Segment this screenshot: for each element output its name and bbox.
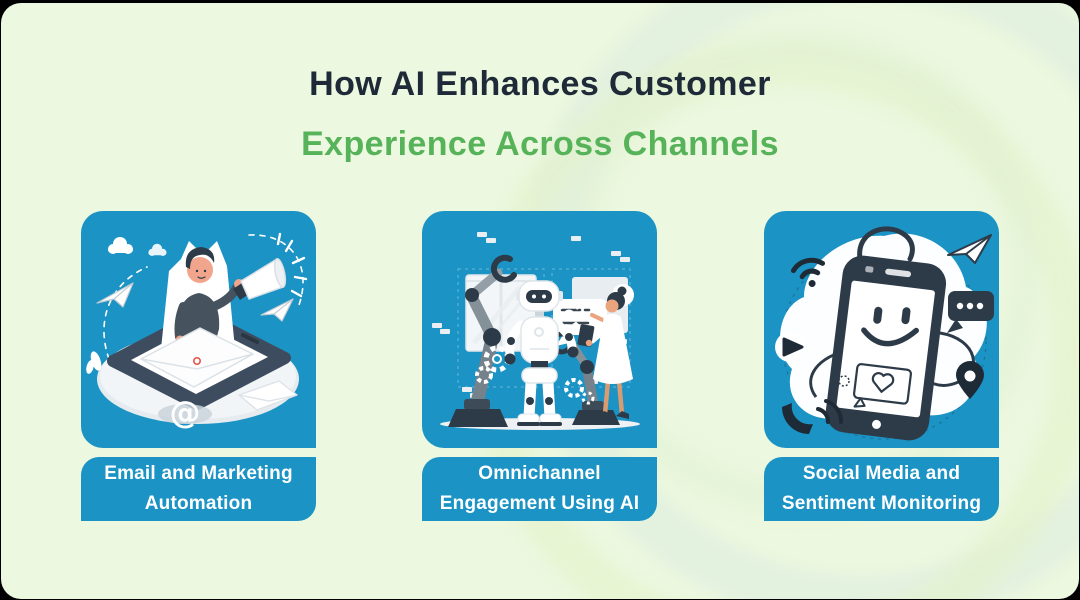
smartphone — [825, 255, 947, 441]
play-button-icon — [775, 332, 805, 362]
card-label-line2: Sentiment Monitoring — [781, 493, 982, 514]
card-label-email-marketing: Email and Marketing Automation — [81, 457, 316, 521]
card-label-omnichannel: Omnichannel Engagement Using AI — [422, 457, 657, 521]
card-email-marketing: @ Email and Marketing Automation — [81, 211, 316, 521]
card-label-social-media: Social Media and Sentiment Monitoring — [764, 457, 999, 521]
woman-head — [605, 299, 619, 313]
person-head — [187, 257, 213, 283]
robot — [504, 280, 579, 426]
header: How AI Enhances Customer Experience Acro… — [1, 3, 1079, 164]
home-button — [871, 419, 881, 429]
title-line-1: How AI Enhances Customer — [309, 65, 771, 103]
open-envelope — [140, 327, 254, 388]
envelope-seal — [193, 357, 202, 366]
robot-illustration-svg — [432, 232, 640, 430]
tablet-camera — [241, 333, 259, 344]
card-label-line1: Omnichannel — [478, 463, 601, 484]
robotic-arm-left — [448, 254, 517, 427]
email-marketing-illustration: @ — [81, 211, 316, 448]
smiley-face-icon — [861, 306, 919, 347]
plant-icon — [86, 351, 102, 374]
cloud-small-icon — [148, 243, 167, 256]
robot-visor — [526, 290, 552, 303]
card-label-line2: Engagement Using AI — [439, 493, 640, 514]
dashed-frame-left — [457, 268, 545, 388]
wifi-icon — [790, 257, 826, 287]
heart-message-icon — [852, 363, 912, 408]
card-label-line2: Automation — [144, 493, 253, 514]
infographic-page: How AI Enhances Customer Experience Acro… — [1, 3, 1079, 599]
smartphone-screen — [836, 280, 935, 418]
paper-plane-icon — [947, 234, 992, 264]
cloud-icon — [108, 237, 133, 254]
at-symbol-icon: @ — [158, 395, 212, 431]
dashed-arc-right — [248, 234, 304, 306]
megaphone-icon — [233, 232, 308, 300]
megaphone-rays — [276, 232, 308, 298]
smartphone-illustration-svg — [775, 226, 994, 441]
megaphone-tablet-illustration-svg: @ — [86, 232, 308, 431]
closed-envelope-icon — [238, 380, 298, 411]
paper-plane-left-icon — [96, 282, 134, 308]
card-label-line1: Social Media and — [802, 463, 961, 484]
person-hair — [185, 247, 215, 269]
pixel-blocks — [432, 232, 630, 398]
cable-handle — [857, 226, 915, 262]
svg-text:@: @ — [170, 395, 201, 431]
doodle-circle — [838, 375, 850, 387]
woman-with-clipboard — [577, 286, 633, 419]
title-line-2: Experience Across Channels — [301, 125, 779, 163]
location-pin-icon — [956, 361, 984, 399]
paper-plane-right-icon — [260, 298, 294, 322]
card-label-line1: Email and Marketing — [104, 463, 293, 484]
omnichannel-illustration — [422, 211, 657, 448]
social-media-illustration — [764, 211, 999, 448]
card-social-media: Social Media and Sentiment Monitoring — [764, 211, 999, 521]
phone-call-icon — [782, 399, 843, 434]
chat-dots-icon — [947, 291, 994, 333]
dashed-arc-left — [103, 266, 148, 360]
card-omnichannel: Omnichannel Engagement Using AI — [422, 211, 657, 521]
